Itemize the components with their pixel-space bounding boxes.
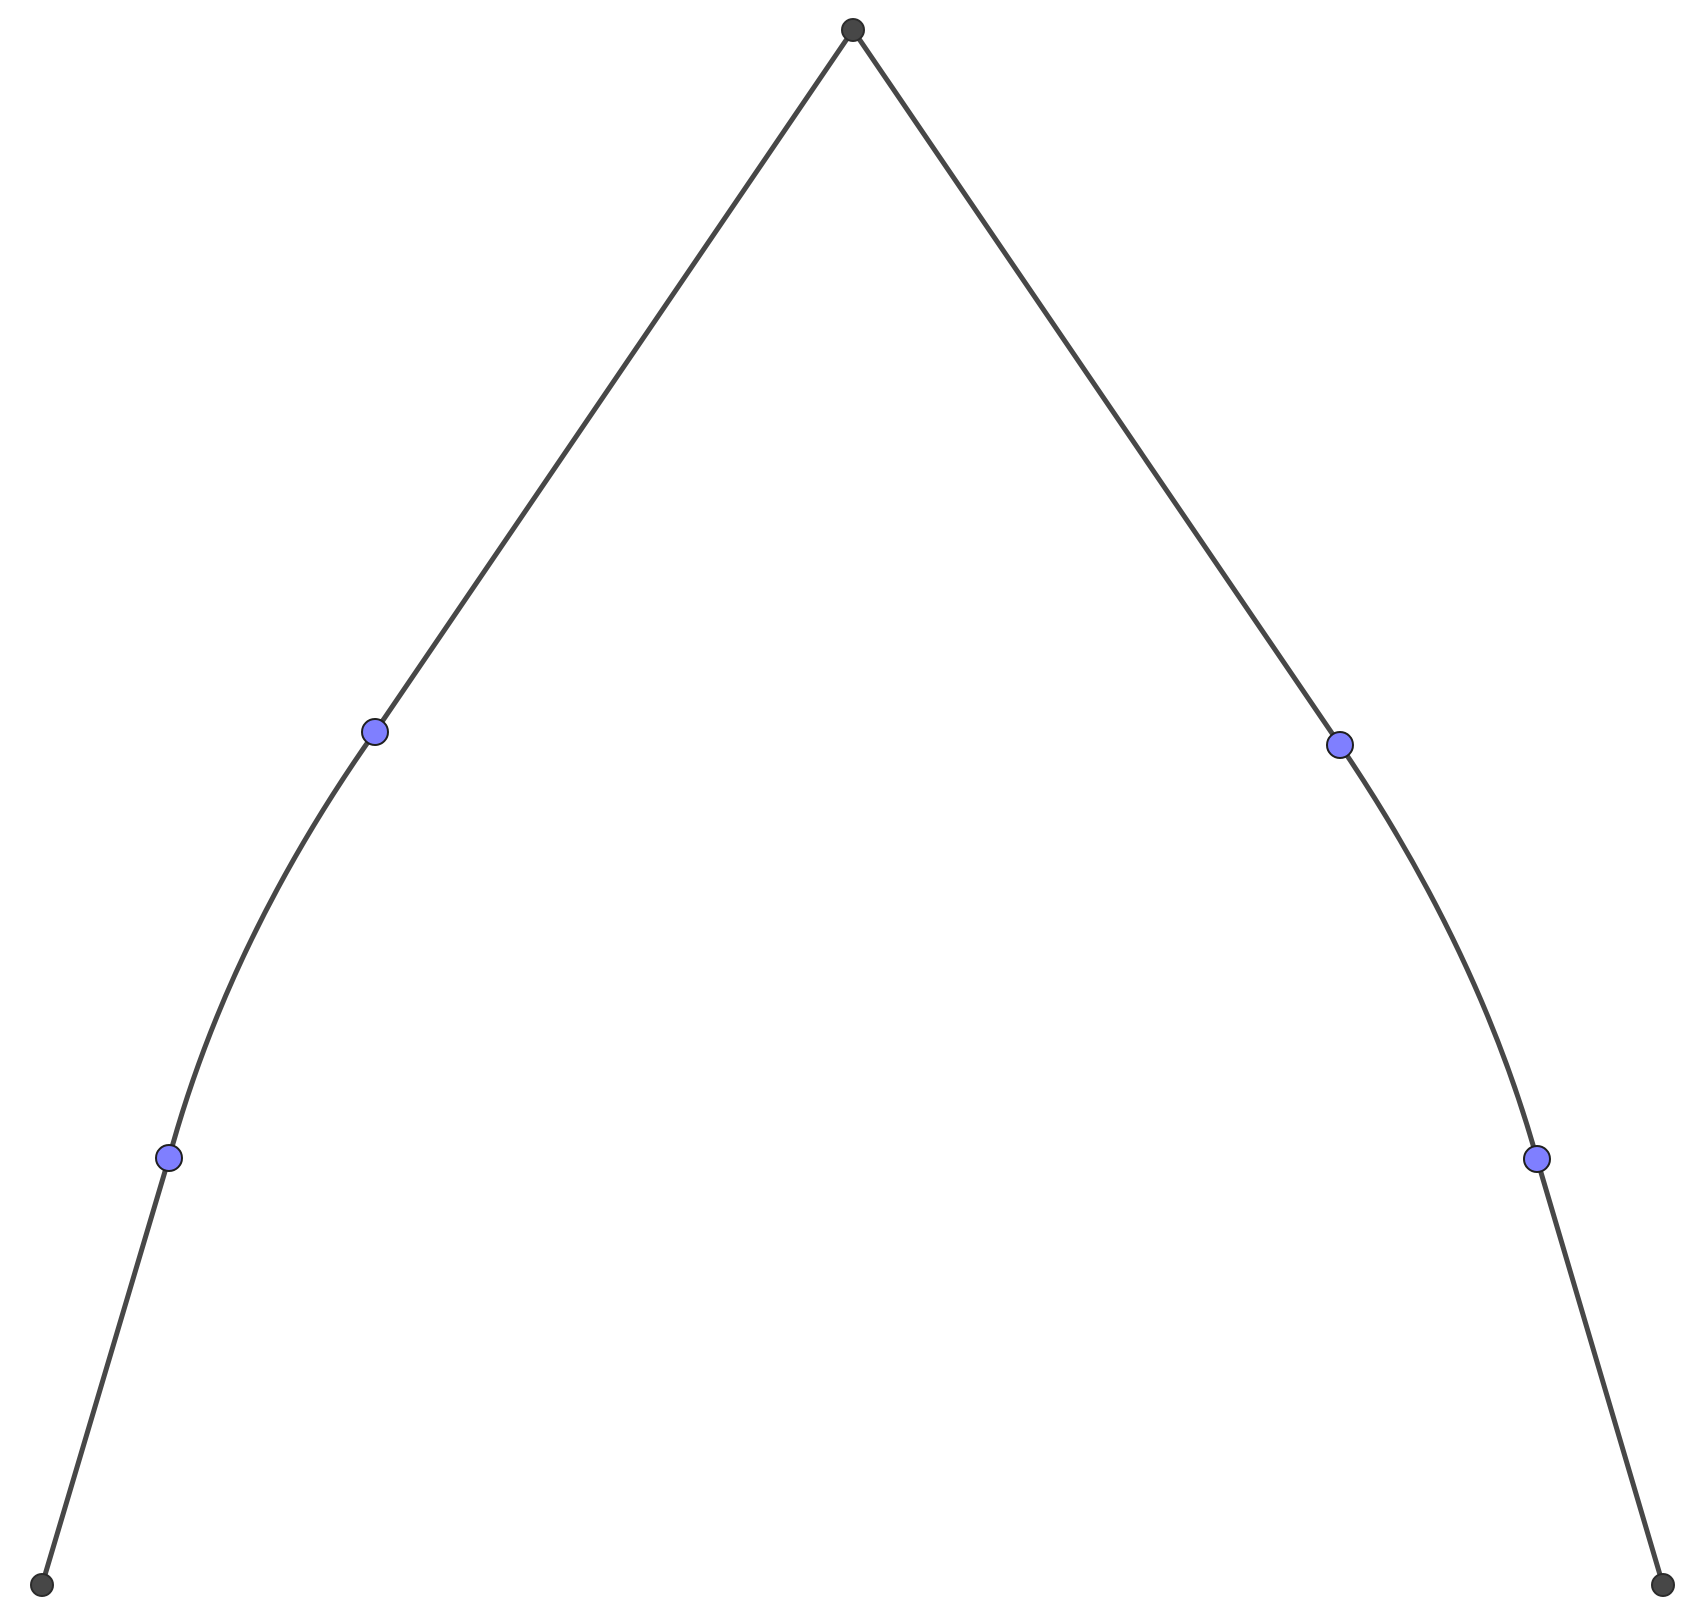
right-base-point[interactable] — [1651, 1573, 1675, 1597]
apex-point[interactable] — [841, 18, 865, 42]
right-middle-arc — [1337, 742, 1540, 1162]
left-middle-arc — [166, 729, 378, 1161]
left-lower-control-point[interactable] — [155, 1144, 183, 1172]
left-upper-segment — [372, 27, 856, 735]
left-base-point[interactable] — [30, 1573, 54, 1597]
left-lower-segment — [39, 1155, 172, 1588]
right-lower-segment — [1534, 1156, 1666, 1588]
right-lower-control-point[interactable] — [1523, 1145, 1551, 1173]
left-upper-control-point[interactable] — [361, 718, 389, 746]
right-upper-control-point[interactable] — [1326, 731, 1354, 759]
right-upper-segment — [850, 27, 1343, 748]
